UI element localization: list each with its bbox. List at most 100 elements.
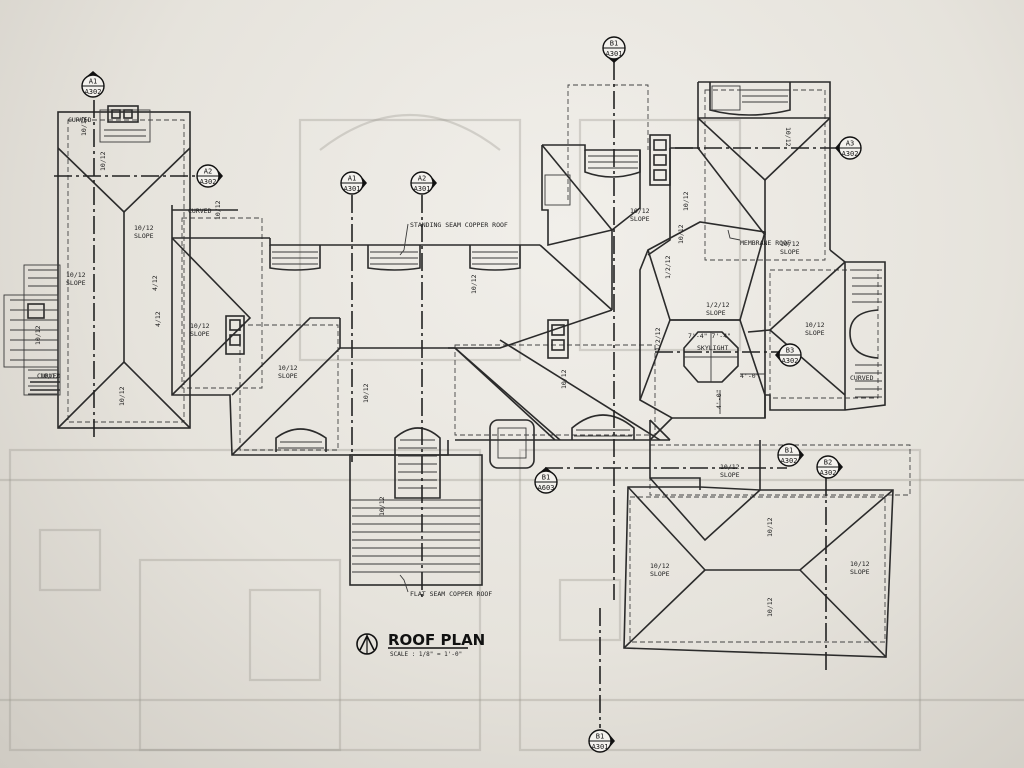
note-membrane: MEMBRANE ROOF <box>740 239 791 247</box>
marker-b1-a301-bottom-top: B1 <box>596 733 604 741</box>
marker-b1-a302-bottom: A302 <box>781 457 798 465</box>
marker-a3-a302[interactable]: A3 A302 <box>835 136 862 160</box>
slope-10: 10/12 <box>470 274 478 294</box>
slope-8-word: SLOPE <box>278 372 298 380</box>
drawing-title: ROOF PLAN <box>388 631 485 649</box>
marker-b1-a302-top: B1 <box>785 447 793 455</box>
slope-17: 1/2/12 <box>654 327 662 351</box>
marker-b1-a301-top-bottom: A301 <box>606 50 623 58</box>
note-curved-b: CURVED <box>188 207 212 215</box>
marker-b1-a301-bottom-bottom: A301 <box>592 743 609 751</box>
marker-b3-a302-bottom: A302 <box>782 357 799 365</box>
slope-30: 10/12 <box>40 372 60 380</box>
drawing-scale: SCALE : 1/8" = 1'-0" <box>390 651 462 658</box>
marker-a1-a301[interactable]: A1 A301 <box>340 171 367 195</box>
marker-a2-a302[interactable]: A2 A302 <box>196 164 223 188</box>
marker-b2-a302[interactable]: B2 A302 <box>816 455 843 479</box>
slope-20-word: SLOPE <box>780 248 800 256</box>
note-curved-c: CURVED <box>37 372 61 380</box>
slope-18: 10/12 <box>677 224 685 244</box>
slope-7: 10/12 <box>118 386 126 406</box>
slope-8: 10/12 <box>278 364 298 372</box>
slope-20: 10/12 <box>780 240 800 248</box>
note-standing-seam: STANDING SEAM COPPER ROOF <box>410 221 508 229</box>
slope-2: 10/12 <box>134 224 154 232</box>
slope-21-word: SLOPE <box>805 329 825 337</box>
slope-9: 10/12 <box>362 383 370 403</box>
slope-4: 4/12 <box>151 275 159 291</box>
marker-a3-a302-bottom: A302 <box>842 150 859 158</box>
note-flat-seam: FLAT SEAM COPPER ROOF <box>410 590 492 598</box>
slope-24-word: SLOPE <box>850 568 870 576</box>
marker-b3-a302-top: B3 <box>786 347 794 355</box>
slope-3: 10/12 <box>66 271 86 279</box>
section-axes <box>54 62 840 728</box>
slope-13-word: SLOPE <box>630 215 650 223</box>
slope-27: 10/12 <box>34 325 42 345</box>
slope-12: 10/12 <box>378 496 386 516</box>
central-roof <box>171 134 671 499</box>
slope-15: 1/2/12 <box>664 255 672 279</box>
marker-a1-a302-bottom: A302 <box>85 88 102 96</box>
marker-b1-a603[interactable]: B1 A603 <box>534 467 558 494</box>
marker-b2-a302-top: B2 <box>824 459 832 467</box>
note-dim-b: 4'-0" <box>715 389 723 409</box>
marker-a1-a301-bottom: A301 <box>344 185 361 193</box>
slope-28: 10/12 <box>214 200 222 220</box>
note-curved-d: CURVED <box>850 374 874 382</box>
slope-6: 10/12 <box>190 322 210 330</box>
slope-23-word: SLOPE <box>650 570 670 578</box>
note-curved-a: CURVED <box>68 116 92 124</box>
slope-2-word: SLOPE <box>134 232 154 240</box>
slope-19: 10/12 <box>784 127 792 147</box>
marker-b1-a301-top-top: B1 <box>610 40 618 48</box>
note-dim-c: 7'-4" 7'-4" <box>688 332 731 340</box>
ghost-floor-plan <box>0 114 1024 752</box>
slope-16-word: SLOPE <box>706 309 726 317</box>
roof-hatching <box>10 89 882 573</box>
slope-14: 10/12 <box>682 191 690 211</box>
slope-5: 4/12 <box>154 311 162 327</box>
right-wing-roof <box>541 81 886 441</box>
slope-11: 10/12 <box>560 369 568 389</box>
slope-13: 10/12 <box>630 207 650 215</box>
marker-b3-a302[interactable]: B3 A302 <box>775 343 802 367</box>
slope-26: 10/12 <box>766 597 774 617</box>
slope-3-word: SLOPE <box>66 279 86 287</box>
slope-24: 10/12 <box>850 560 870 568</box>
marker-b2-a302-bottom: A302 <box>820 469 837 477</box>
slope-21: 10/12 <box>805 321 825 329</box>
marker-b1-a301-top[interactable]: B1 A301 <box>602 36 626 63</box>
slope-1: 10/12 <box>99 151 107 171</box>
slope-25: 10/12 <box>766 517 774 537</box>
flat-seam-roof <box>349 454 483 586</box>
marker-a1-a302-top: A1 <box>89 78 97 86</box>
roof-notes: STANDING SEAM COPPER ROOF MEMBRANE ROOF … <box>37 116 874 598</box>
slope-29: 10/12 <box>80 116 88 136</box>
note-skylight: SKYLIGHT <box>697 344 728 352</box>
slope-6-word: SLOPE <box>190 330 210 338</box>
marker-b1-a603-bottom: A603 <box>538 484 555 492</box>
lower-right-roof <box>623 419 894 658</box>
callout-leaders <box>399 223 765 593</box>
marker-a2-a301-top: A2 <box>418 175 426 183</box>
marker-a1-a301-top: A1 <box>348 175 356 183</box>
overhang-outlines <box>67 84 911 643</box>
marker-a2-a302-bottom: A302 <box>200 178 217 186</box>
slope-23: 10/12 <box>650 562 670 570</box>
marker-b1-a603-top: B1 <box>542 474 550 482</box>
marker-a2-a301[interactable]: A2 A301 <box>410 171 437 195</box>
marker-a1-a302[interactable]: A1 A302 <box>81 71 105 98</box>
marker-a2-a302-top: A2 <box>204 168 212 176</box>
marker-b1-a301-bottom[interactable]: B1 A301 <box>588 729 615 753</box>
marker-b1-a302[interactable]: B1 A302 <box>777 443 804 467</box>
slope-22-word: SLOPE <box>720 471 740 479</box>
slope-16: 1/2/12 <box>706 301 730 309</box>
marker-a3-a302-top: A3 <box>846 140 854 148</box>
drawing-title-block: ROOF PLAN SCALE : 1/8" = 1'-0" <box>356 631 485 658</box>
marker-a2-a301-bottom: A301 <box>414 185 431 193</box>
note-dim-a: 4'-0" <box>740 372 760 380</box>
